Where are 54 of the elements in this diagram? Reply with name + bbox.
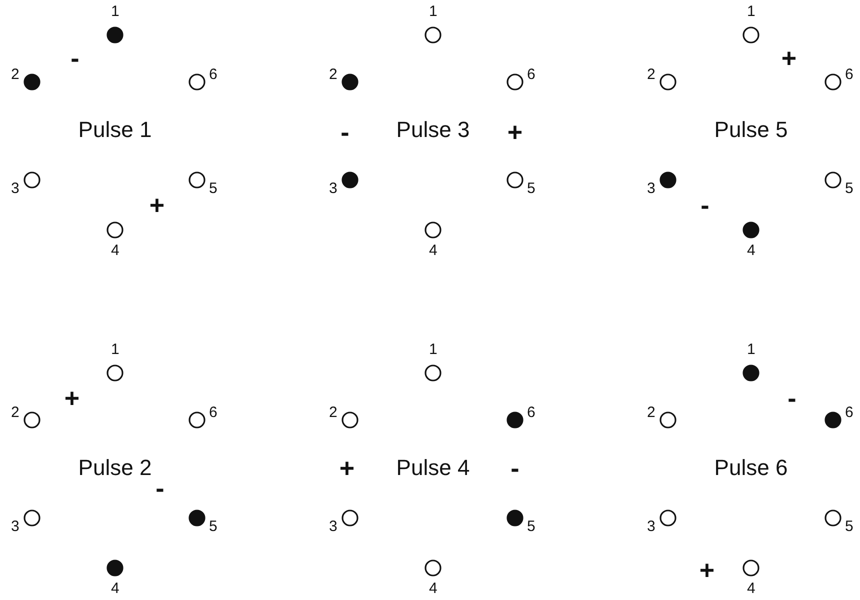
position-number: 1 [429,4,438,19]
position-number: 5 [845,519,854,534]
position-number: 2 [329,67,338,82]
position-number: 4 [111,581,120,596]
polarity-sign: - [700,192,710,218]
polarity-sign: - [340,119,350,145]
polarity-sign: + [149,192,165,218]
pulse-title: Pulse 4 [396,457,470,479]
polarity-sign: - [156,475,164,501]
pulse-title: Pulse 6 [714,457,788,479]
polarity-sign: - [70,45,80,71]
position-number: 6 [527,67,536,82]
position-number: 3 [11,519,20,534]
position-number: 3 [647,181,656,196]
position-number: 5 [209,181,218,196]
position-number: 3 [329,519,338,534]
polarity-sign: + [507,119,523,145]
position-number: 5 [527,181,536,196]
position-number: 1 [111,342,120,357]
position-number: 1 [747,342,756,357]
position-number: 2 [329,405,338,420]
polarity-sign: + [699,557,715,583]
position-number: 2 [11,67,20,82]
position-number: 4 [429,581,438,596]
polarity-sign: - [510,455,520,481]
position-number: 4 [747,243,756,258]
position-number: 6 [845,67,854,82]
position-number: 2 [11,405,20,420]
pulse-title: Pulse 5 [714,119,788,141]
position-number: 2 [647,67,656,82]
polarity-sign: + [781,45,797,71]
position-number: 6 [209,405,218,420]
pulse-title: Pulse 3 [396,119,470,141]
position-number: 5 [527,519,536,534]
position-number: 1 [429,342,438,357]
pulse-title: Pulse 2 [78,457,152,479]
position-number: 6 [527,405,536,420]
position-number: 1 [747,4,756,19]
position-number: 4 [429,243,438,258]
pulse-title: Pulse 1 [78,119,152,141]
position-number: 3 [11,181,20,196]
polarity-sign: + [64,385,80,411]
position-number: 3 [647,519,656,534]
position-number: 5 [209,519,218,534]
position-number: 6 [209,67,218,82]
polarity-sign: + [339,455,355,481]
position-number: 5 [845,181,854,196]
polarity-sign: - [788,385,796,411]
position-number: 3 [329,181,338,196]
position-number: 1 [111,4,120,19]
position-number: 4 [747,581,756,596]
position-number: 2 [647,405,656,420]
position-number: 4 [111,243,120,258]
position-number: 6 [845,405,854,420]
